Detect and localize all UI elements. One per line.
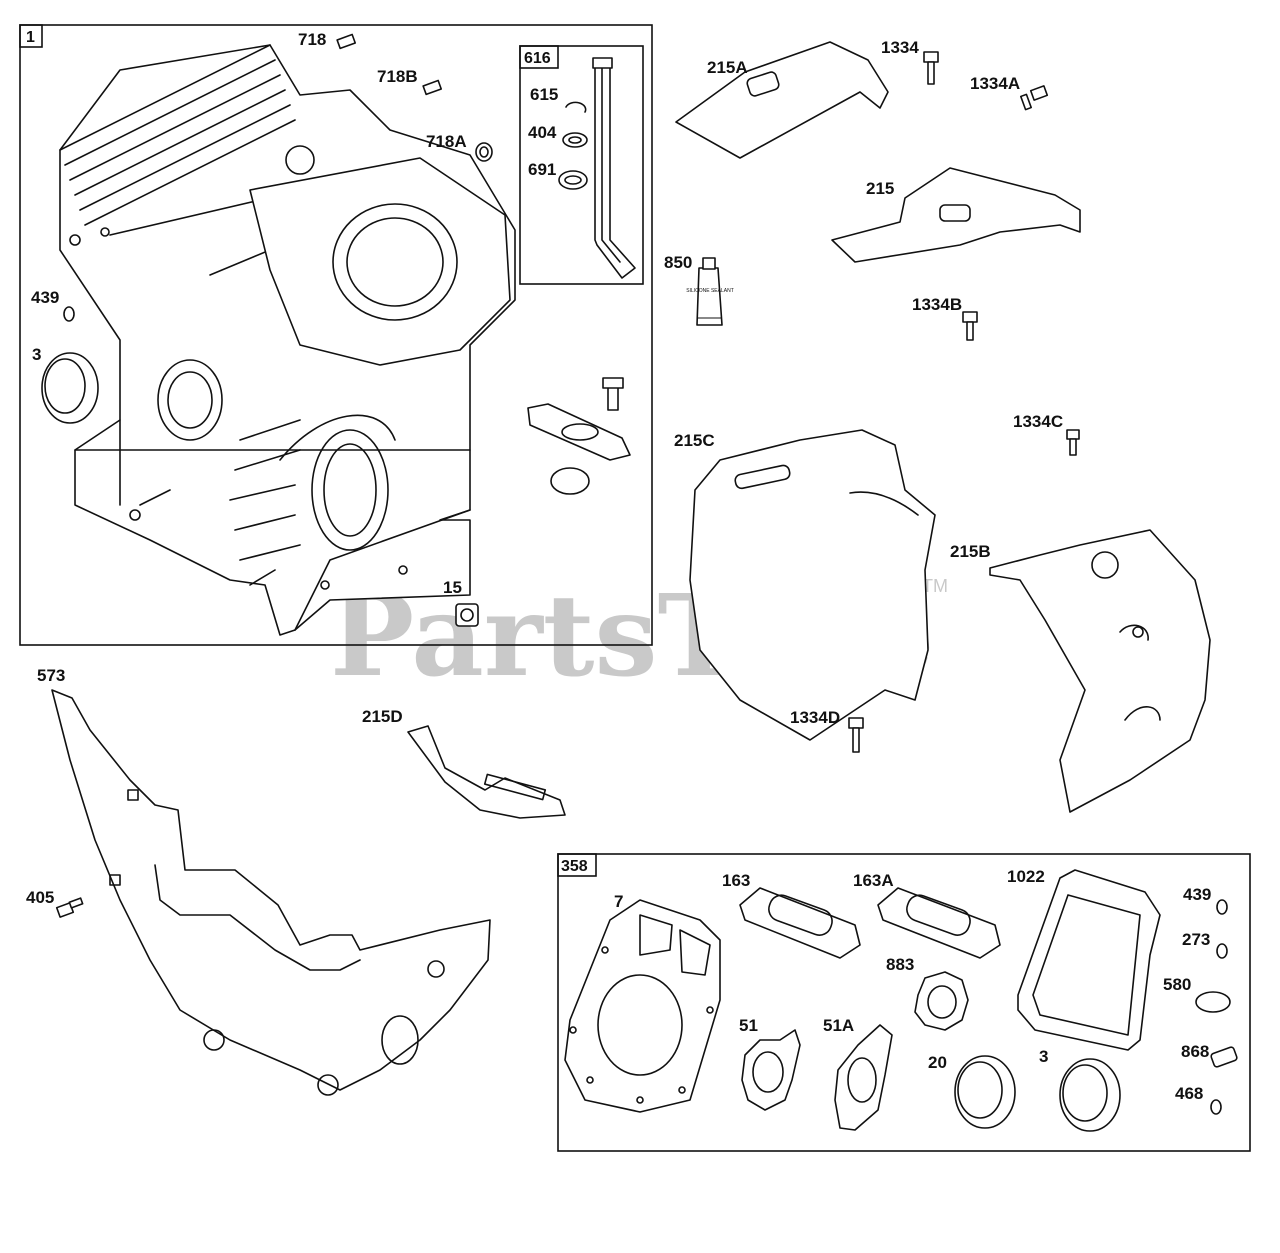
part-616-dipstick-tube[interactable] xyxy=(592,57,636,279)
part-468-o-ring[interactable] xyxy=(1210,1099,1222,1115)
part-273-o-ring[interactable] xyxy=(1216,943,1228,959)
crankcase-group-frame: 1 xyxy=(19,24,653,646)
gasket-set-group-label: 358 xyxy=(561,858,588,875)
part-215a-shield[interactable] xyxy=(675,41,889,159)
label-1334d: 1334D xyxy=(790,708,840,727)
part-1334a-bolt[interactable] xyxy=(1019,85,1049,111)
label-468: 468 xyxy=(1175,1084,1203,1103)
label-3-set: 3 xyxy=(1039,1047,1048,1066)
label-439: 439 xyxy=(31,288,59,307)
label-215b: 215B xyxy=(950,542,991,561)
part-51a-gasket[interactable] xyxy=(834,1024,893,1131)
part-573-backplate[interactable] xyxy=(51,689,491,1096)
part-20-oil-seal[interactable] xyxy=(954,1055,1016,1129)
part-15-bushing[interactable] xyxy=(455,603,479,627)
label-1334c: 1334C xyxy=(1013,412,1063,431)
crankcase-group-label: 1 xyxy=(26,29,35,46)
label-883: 883 xyxy=(886,955,914,974)
breather-gasket[interactable] xyxy=(527,377,631,495)
label-691: 691 xyxy=(528,160,556,179)
part-691-grommet[interactable] xyxy=(558,170,588,190)
label-404: 404 xyxy=(528,123,557,142)
label-1022: 1022 xyxy=(1007,867,1045,886)
label-215c: 215C xyxy=(674,431,715,450)
label-215: 215 xyxy=(866,179,894,198)
label-7: 7 xyxy=(614,892,623,911)
part-215b-shield[interactable] xyxy=(989,529,1211,813)
part-850-sealant-tube[interactable]: SILICONE SEALANT xyxy=(686,257,734,326)
part-439-o-ring[interactable] xyxy=(63,306,75,322)
sealant-tube-text: SILICONE SEALANT xyxy=(686,288,734,294)
label-573: 573 xyxy=(37,666,65,685)
part-718a-bushing[interactable] xyxy=(475,142,493,162)
label-439-set: 439 xyxy=(1183,885,1211,904)
part-1334c-bolt[interactable] xyxy=(1066,429,1080,456)
label-215a: 215A xyxy=(707,58,748,77)
part-868-plug[interactable] xyxy=(1210,1046,1238,1068)
label-718a: 718A xyxy=(426,132,467,151)
label-3: 3 xyxy=(32,345,41,364)
label-51a: 51A xyxy=(823,1016,854,1035)
label-718b: 718B xyxy=(377,67,418,86)
part-163-exhaust-gasket[interactable] xyxy=(739,887,861,959)
gasket-set-group-frame: 358 xyxy=(557,853,1251,1152)
dipstick-group-label: 616 xyxy=(524,50,551,67)
part-580-o-ring[interactable] xyxy=(1195,991,1231,1013)
part-51-gasket[interactable] xyxy=(741,1029,801,1111)
label-163: 163 xyxy=(722,871,750,890)
label-163a: 163A xyxy=(853,871,894,890)
label-51: 51 xyxy=(739,1016,758,1035)
label-15: 15 xyxy=(443,578,462,597)
label-718: 718 xyxy=(298,30,326,49)
label-1334a: 1334A xyxy=(970,74,1020,93)
label-1334b: 1334B xyxy=(912,295,962,314)
part-1022-valve-cover-gasket[interactable] xyxy=(1017,869,1161,1051)
part-615-retainer-clip[interactable] xyxy=(565,101,587,113)
label-868: 868 xyxy=(1181,1042,1209,1061)
label-850: 850 xyxy=(664,253,692,272)
part-215-shield[interactable] xyxy=(831,167,1081,263)
part-215c-shield[interactable] xyxy=(689,429,936,741)
part-718b-dowel-pin[interactable] xyxy=(422,79,443,96)
part-404-washer[interactable] xyxy=(562,132,588,148)
label-580: 580 xyxy=(1163,975,1191,994)
part-1334b-bolt[interactable] xyxy=(962,311,978,341)
part-405-bolt[interactable] xyxy=(55,897,84,918)
label-405: 405 xyxy=(26,888,54,907)
part-7-cylinder-head-gasket[interactable] xyxy=(564,899,721,1113)
part-3-oil-seal-set[interactable] xyxy=(1059,1058,1121,1132)
part-883-gasket[interactable] xyxy=(914,971,969,1031)
label-273: 273 xyxy=(1182,930,1210,949)
label-215d: 215D xyxy=(362,707,403,726)
watermark-trademark: TM xyxy=(922,576,948,596)
part-439-o-ring-set[interactable] xyxy=(1216,899,1228,915)
label-1334: 1334 xyxy=(881,38,919,57)
part-215d-bracket[interactable] xyxy=(407,725,566,819)
part-163a-exhaust-gasket[interactable] xyxy=(877,887,1001,959)
part-1334-bolt[interactable] xyxy=(923,51,939,85)
dipstick-group-frame: 616 xyxy=(519,45,644,285)
part-3-oil-seal[interactable] xyxy=(41,352,99,424)
part-1334d-bolt[interactable] xyxy=(848,717,864,753)
part-718-dowel-pin[interactable] xyxy=(336,33,357,50)
label-615: 615 xyxy=(530,85,558,104)
label-20: 20 xyxy=(928,1053,947,1072)
crankcase-block[interactable] xyxy=(59,44,516,636)
